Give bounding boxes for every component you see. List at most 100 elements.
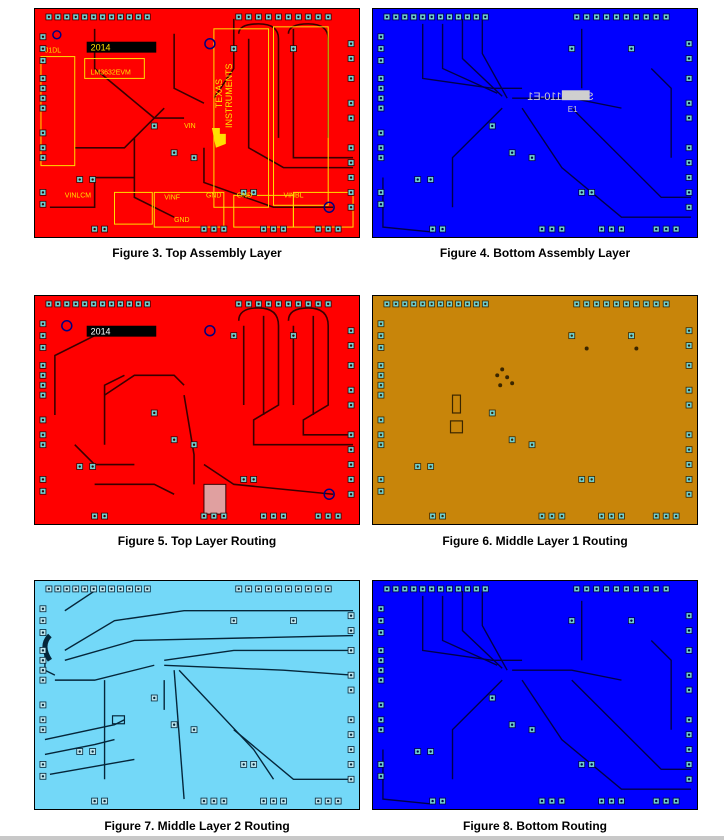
drill-hole — [349, 77, 353, 80]
drill-hole — [247, 15, 250, 19]
drill-hole — [575, 302, 578, 306]
trace — [233, 729, 354, 780]
trace — [451, 679, 503, 780]
trace — [44, 719, 125, 741]
drill-hole — [687, 718, 691, 721]
drill-hole — [379, 393, 383, 397]
drill-hole — [687, 673, 691, 677]
via — [510, 381, 515, 386]
drill-hole — [349, 206, 353, 209]
drill-hole — [635, 15, 638, 19]
drill-hole — [349, 629, 353, 632]
drill-hole — [326, 302, 330, 306]
drill-hole — [41, 775, 45, 778]
drill-hole — [317, 227, 320, 231]
drill-hole — [47, 587, 51, 591]
drill-hole — [687, 161, 691, 164]
drill-hole — [379, 631, 383, 634]
drill-hole — [687, 57, 691, 60]
drill-hole — [247, 302, 250, 306]
trace — [571, 679, 692, 771]
drill-hole — [41, 146, 45, 149]
drill-hole — [530, 443, 534, 446]
drill-hole — [475, 15, 478, 19]
drill-hole — [74, 587, 77, 591]
drill-hole — [192, 156, 196, 159]
drill-hole — [349, 493, 353, 496]
drill-hole — [41, 106, 45, 110]
gnd-label-2: GND — [237, 192, 252, 199]
drill-hole — [91, 178, 94, 181]
middle-1-svg — [373, 296, 697, 524]
drill-hole — [416, 465, 419, 468]
drill-hole — [687, 463, 691, 466]
drill-hole — [41, 156, 45, 159]
drill-hole — [412, 15, 415, 19]
brand-bottom-label: INSTRUMENTS — [224, 64, 234, 128]
trace — [49, 176, 135, 209]
middle-2-svg — [35, 581, 359, 809]
ti-logo-icon — [211, 127, 226, 148]
drill-hole — [326, 587, 330, 591]
trace — [292, 28, 354, 159]
drill-hole — [78, 465, 81, 468]
drill-hole — [242, 763, 245, 766]
drill-hole — [349, 763, 353, 766]
silkscreen-outline — [213, 28, 270, 208]
drill-hole — [47, 302, 51, 306]
drill-hole — [580, 763, 583, 766]
via — [505, 375, 510, 380]
drill-hole — [297, 15, 300, 19]
gnd-label-3: GND — [174, 217, 189, 224]
drill-hole — [379, 384, 383, 387]
drill-hole — [41, 77, 45, 80]
component-outline — [111, 715, 126, 725]
drill-hole — [349, 344, 353, 347]
via — [500, 367, 505, 372]
drill-hole — [326, 799, 330, 803]
trace — [287, 23, 329, 138]
drill-hole — [635, 302, 638, 306]
drill-hole — [41, 763, 45, 766]
trace — [42, 633, 53, 662]
drill-hole — [430, 587, 433, 591]
drill-hole — [83, 302, 86, 306]
drill-hole — [416, 750, 419, 753]
pad-grid — [377, 585, 693, 805]
drill-hole — [540, 514, 544, 518]
drill-hole — [65, 302, 68, 306]
drill-hole — [575, 587, 578, 591]
board-fill — [373, 581, 697, 809]
trace — [461, 18, 503, 97]
drill-hole — [336, 799, 340, 803]
drill-hole — [421, 15, 424, 19]
trace — [164, 664, 354, 676]
drill-hole — [41, 384, 45, 387]
drill-hole — [41, 669, 45, 672]
board-fill — [373, 296, 697, 524]
drill-hole — [687, 748, 691, 751]
trace — [247, 38, 354, 169]
drill-hole — [78, 178, 81, 181]
trace — [64, 634, 354, 661]
drill-hole — [92, 15, 95, 19]
bottom-routing-svg — [373, 581, 697, 809]
drill-hole — [41, 131, 45, 135]
drill-hole — [252, 191, 255, 194]
drill-hole — [326, 514, 330, 518]
drill-hole — [41, 631, 45, 634]
drill-hole — [379, 728, 383, 731]
drill-hole — [585, 587, 588, 591]
drill-hole — [630, 334, 633, 337]
drill-hole — [379, 59, 383, 62]
drill-hole — [56, 302, 60, 306]
drill-hole — [41, 728, 45, 731]
drill-hole — [41, 97, 45, 100]
top-assembly-board: 2014 LM3632EVM J1DL TEXAS INSTRUMENTS VI… — [34, 8, 360, 238]
drill-hole — [687, 778, 691, 781]
drill-hole — [222, 227, 226, 231]
drill-hole — [687, 329, 691, 332]
drill-hole — [630, 619, 633, 622]
drill-hole — [448, 302, 451, 306]
trace — [164, 649, 354, 661]
